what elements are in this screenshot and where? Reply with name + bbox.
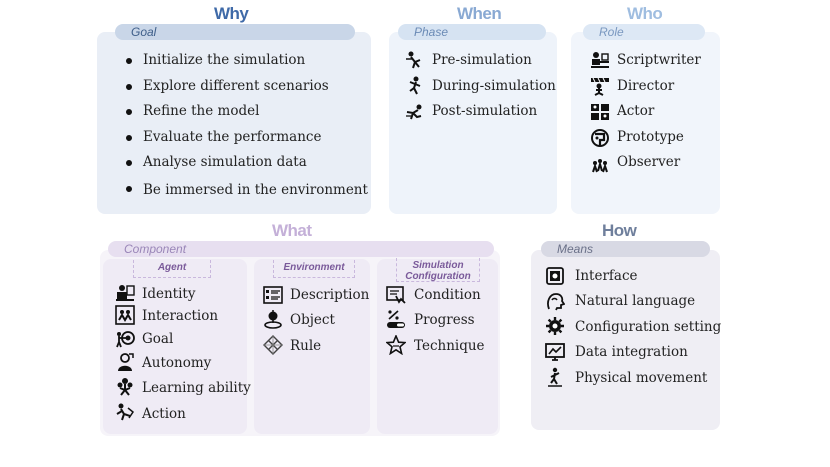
goal-label: Goal [115, 24, 355, 40]
goal-item-analyse: Analyse simulation data [143, 154, 307, 170]
learning-ability-icon [115, 376, 135, 396]
phase-label: Phase [398, 24, 546, 40]
means-item-data-integration: Data integration [575, 344, 688, 360]
agent-item-autonomy: Autonomy [142, 355, 212, 371]
description-icon [263, 285, 283, 305]
config-item-technique: Technique [414, 338, 485, 354]
role-item-scriptwriter: Scriptwriter [617, 52, 701, 68]
bullet-marker [126, 135, 132, 141]
rule-icon [263, 335, 283, 355]
action-icon [115, 402, 135, 422]
environment-item-object: Object [290, 312, 335, 328]
data-integration-icon [545, 342, 565, 362]
object-icon [263, 309, 283, 329]
environment-item-description: Description [290, 287, 370, 303]
role-item-director: Director [617, 78, 675, 94]
agent-title: Agent [133, 260, 211, 278]
bullet-marker [126, 84, 132, 90]
during-simulation-icon [405, 76, 425, 96]
means-item-natural-language: Natural language [575, 293, 696, 309]
agent-item-action: Action [142, 406, 186, 422]
config-item-condition: Condition [414, 287, 481, 303]
observer-icon [590, 154, 610, 174]
bullet-marker [126, 58, 132, 64]
bullet-marker [126, 186, 132, 192]
phase-item-pre: Pre-simulation [432, 52, 532, 68]
pre-simulation-icon [405, 50, 425, 70]
why-panel [97, 32, 371, 214]
physical-movement-icon [545, 367, 565, 387]
progress-icon [386, 309, 406, 329]
interface-icon [545, 266, 565, 286]
identity-icon [115, 283, 135, 303]
component-label: Component [108, 241, 494, 257]
scriptwriter-icon [590, 50, 610, 70]
why-heading: Why [214, 4, 249, 23]
config-title-line1: Simulation [412, 260, 464, 271]
goal-item-immersed: Be immersed in the environment [143, 182, 368, 198]
role-label: Role [583, 24, 705, 40]
what-heading: What [272, 221, 312, 240]
how-heading: How [602, 221, 637, 240]
phase-item-during: During-simulation [432, 78, 556, 94]
goal-item-refine: Refine the model [143, 103, 260, 119]
role-item-actor: Actor [617, 103, 655, 119]
role-item-observer: Observer [617, 154, 681, 170]
who-heading: Who [627, 4, 663, 23]
goal-item-evaluate: Evaluate the performance [143, 129, 322, 145]
means-label: Means [541, 241, 710, 257]
goal-icon [115, 328, 135, 348]
phase-item-post: Post-simulation [432, 103, 538, 119]
goal-item-initialize: Initialize the simulation [143, 52, 306, 68]
interaction-icon [115, 305, 135, 325]
means-item-physical-movement: Physical movement [575, 370, 708, 386]
means-item-configuration-setting: Configuration setting [575, 319, 722, 335]
condition-icon [386, 285, 406, 305]
when-heading: When [457, 4, 502, 23]
agent-item-goal: Goal [142, 331, 174, 347]
natural-language-icon [545, 291, 565, 311]
goal-item-explore: Explore different scenarios [143, 78, 329, 94]
bullet-marker [126, 160, 132, 166]
means-item-interface: Interface [575, 268, 638, 284]
config-title: Simulation Configuration [396, 258, 480, 282]
agent-item-learning: Learning ability [142, 380, 251, 396]
environment-item-rule: Rule [290, 338, 322, 354]
bullet-marker [126, 109, 132, 115]
configuration-setting-icon [545, 316, 565, 336]
post-simulation-icon [405, 102, 425, 122]
director-icon [590, 76, 610, 96]
agent-item-identity: Identity [142, 286, 196, 302]
technique-icon [386, 335, 406, 355]
when-panel [389, 32, 557, 214]
autonomy-icon [115, 352, 135, 372]
config-item-progress: Progress [414, 312, 475, 328]
actor-icon [590, 102, 610, 122]
agent-item-interaction: Interaction [142, 308, 219, 324]
environment-title: Environment [273, 260, 355, 278]
prototype-icon [590, 128, 610, 148]
config-title-line2: Configuration [405, 271, 471, 282]
role-item-prototype: Prototype [617, 129, 684, 145]
